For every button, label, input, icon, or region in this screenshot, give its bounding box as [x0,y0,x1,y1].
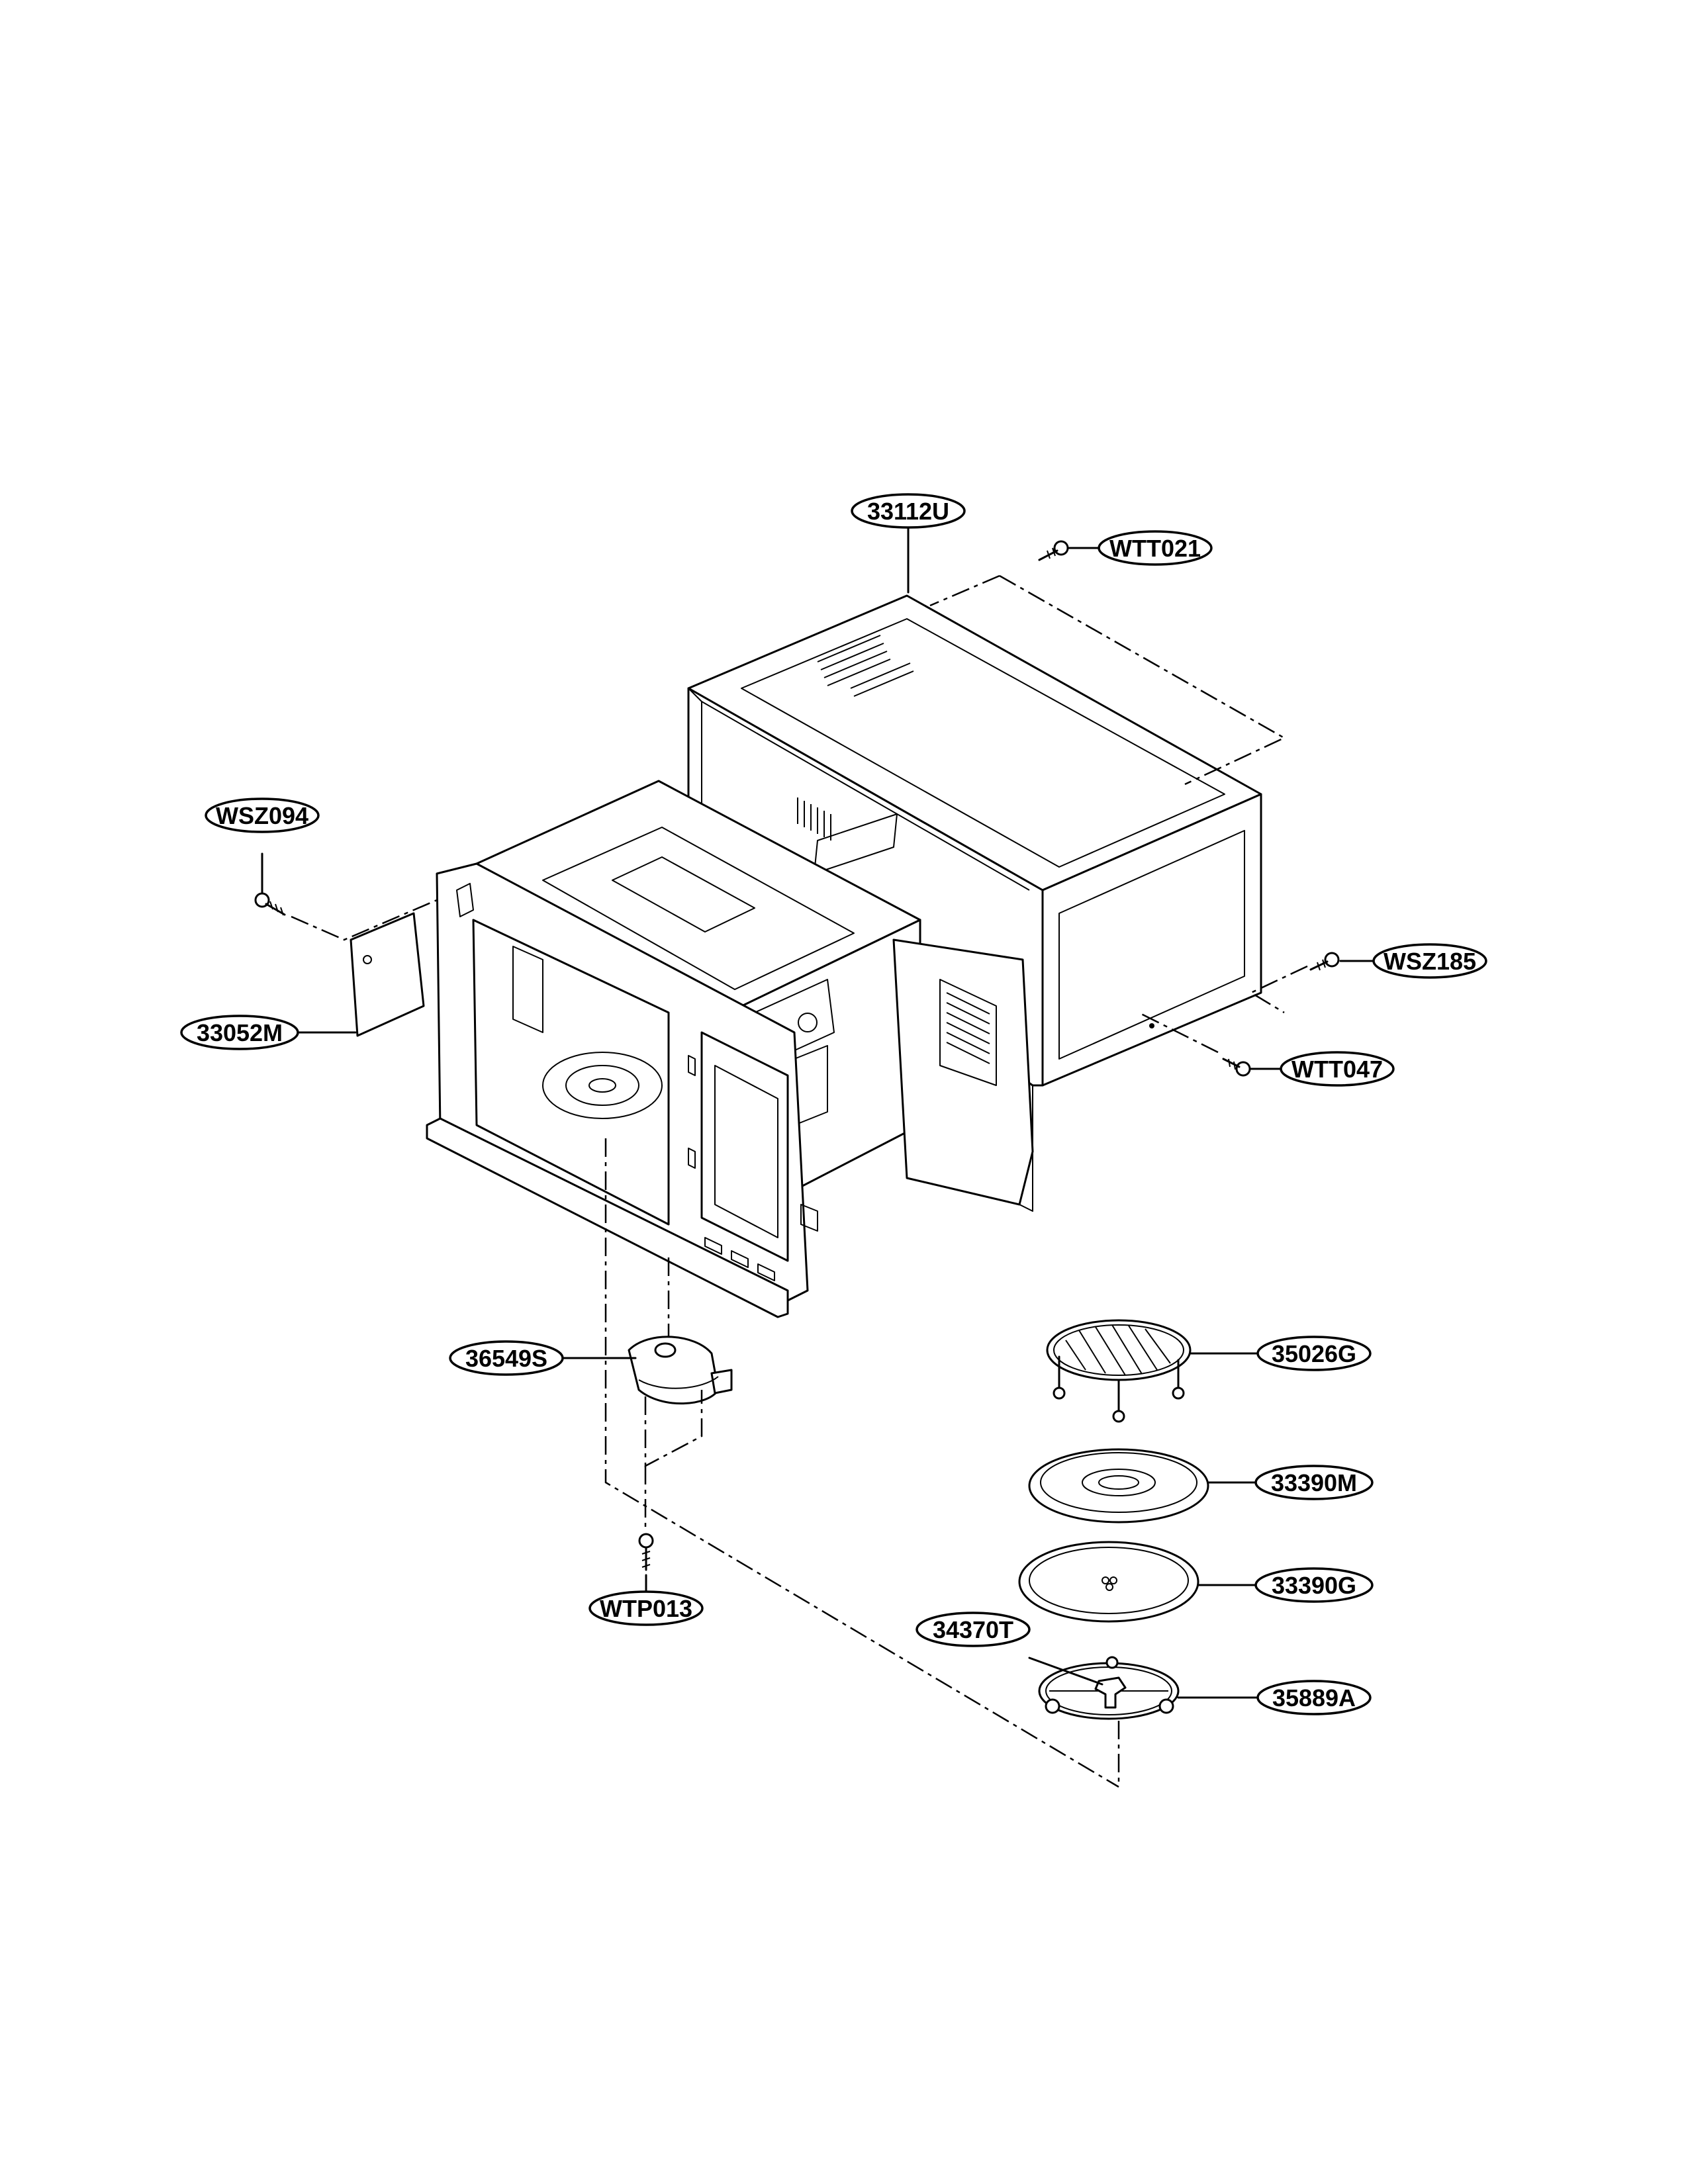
cover-hole [363,955,372,964]
part-label-33052M: 33052M [180,1015,299,1050]
glass-tray-drawing [1018,1541,1199,1623]
part-label-33390G: 33390G [1254,1567,1374,1603]
part-number: 36549S [465,1345,547,1372]
part-number: 35889A [1272,1684,1356,1711]
part-number: 33390M [1271,1469,1357,1496]
part-number: WSZ094 [216,802,308,829]
leader-lines [261,525,1375,1699]
part-label-35026G: 35026G [1256,1336,1372,1371]
cooking-rack-drawing [1046,1319,1192,1423]
screw-wtt021-drawing [1038,540,1069,561]
part-number: 33390G [1272,1572,1356,1599]
part-number: 34370T [933,1616,1013,1643]
turntable-motor-drawing [628,1336,733,1405]
part-label-WTT021: WTT021 [1098,530,1213,566]
part-number: 33112U [867,498,949,525]
assembly-guide-lines [291,574,1308,1788]
screw-wtp013-drawing [638,1533,654,1571]
part-label-WSZ185: WSZ185 [1372,943,1487,979]
part-label-WSZ094: WSZ094 [205,797,320,833]
coupler-drawing [1094,1676,1127,1709]
part-label-WTP013: WTP013 [588,1590,704,1626]
screw-wtt047-drawing [1222,1058,1251,1077]
part-number: WTT047 [1291,1056,1383,1083]
cooking-tray-drawing [1028,1448,1209,1524]
part-label-33390M: 33390M [1254,1465,1374,1500]
part-label-33112U: 33112U [851,493,966,529]
part-number: 35026G [1272,1340,1356,1367]
part-number: WSZ185 [1383,948,1476,975]
screw-wsz185-drawing [1309,952,1340,971]
part-label-35889A: 35889A [1256,1680,1372,1715]
part-number: WTT021 [1109,535,1201,562]
part-number: 33052M [197,1019,283,1046]
part-label-36549S: 36549S [449,1340,564,1376]
part-label-WTT047: WTT047 [1280,1051,1395,1087]
waveguide-cover-drawing [350,912,425,1037]
screw-wsz094-drawing [254,892,286,916]
part-label-34370T: 34370T [915,1612,1031,1647]
part-number: WTP013 [600,1595,692,1622]
oven-cavity-drawing [426,780,1043,1318]
